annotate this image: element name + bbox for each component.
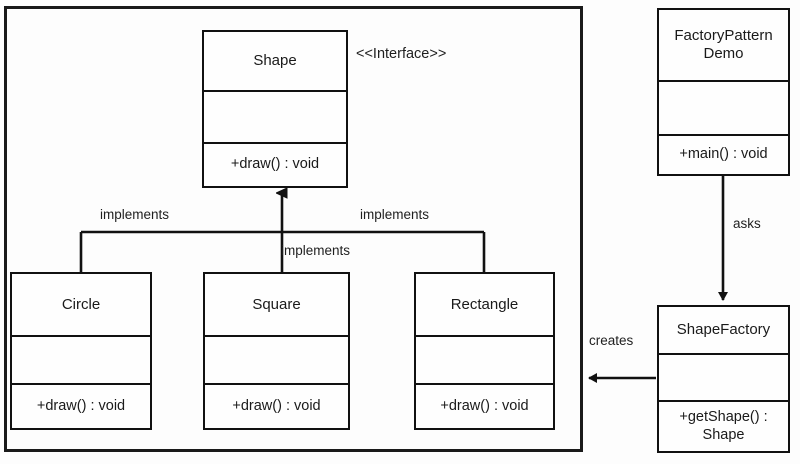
class-attributes-rectangle bbox=[416, 335, 553, 383]
class-box-square[interactable]: Square +draw() : void bbox=[203, 272, 350, 430]
class-attributes-shape-factory bbox=[659, 353, 788, 400]
class-name-line2: Demo bbox=[703, 45, 744, 62]
class-operations-line1: +getShape() : bbox=[679, 409, 768, 426]
class-box-rectangle[interactable]: Rectangle +draw() : void bbox=[414, 272, 555, 430]
class-attributes-circle bbox=[12, 335, 150, 383]
class-name-circle: Circle bbox=[61, 295, 101, 313]
class-box-shape-factory[interactable]: ShapeFactory +getShape() : Shape bbox=[657, 305, 790, 453]
class-name-line1: FactoryPattern bbox=[674, 27, 773, 45]
stereotype-interface-label: <<Interface>> bbox=[356, 46, 447, 62]
class-operations-factory-pattern-demo: +main() : void bbox=[659, 134, 788, 174]
class-operations-shape: +draw() : void bbox=[204, 142, 346, 186]
class-attributes-factory-pattern-demo bbox=[659, 80, 788, 134]
relationship-label-rectangle-implements: implements bbox=[360, 207, 430, 222]
class-box-circle[interactable]: Circle +draw() : void bbox=[10, 272, 152, 430]
class-operations-square: +draw() : void bbox=[205, 383, 348, 428]
class-name-factory-pattern-demo: FactoryPattern Demo bbox=[659, 10, 788, 80]
package-boundary bbox=[4, 6, 583, 452]
class-name-shape: Shape bbox=[253, 52, 297, 70]
class-operations-circle: +draw() : void bbox=[12, 383, 150, 428]
class-operations-shape-factory: +getShape() : Shape bbox=[659, 400, 788, 451]
class-attributes-square bbox=[205, 335, 348, 383]
class-name-shape-factory: ShapeFactory bbox=[676, 321, 771, 339]
relationship-label-asks: asks bbox=[733, 216, 761, 231]
class-attributes-shape bbox=[204, 90, 346, 142]
class-box-shape[interactable]: Shape +draw() : void bbox=[202, 30, 348, 188]
class-operations-line2: Shape bbox=[702, 426, 745, 443]
relationship-label-square-implements: implements bbox=[281, 243, 351, 258]
class-name-rectangle: Rectangle bbox=[450, 295, 519, 313]
relationship-label-circle-implements: implements bbox=[100, 207, 170, 222]
class-operations-rectangle: +draw() : void bbox=[416, 383, 553, 428]
class-name-square: Square bbox=[252, 295, 301, 313]
relationship-label-creates: creates bbox=[589, 333, 634, 348]
class-box-factory-pattern-demo[interactable]: FactoryPattern Demo +main() : void bbox=[657, 8, 790, 176]
